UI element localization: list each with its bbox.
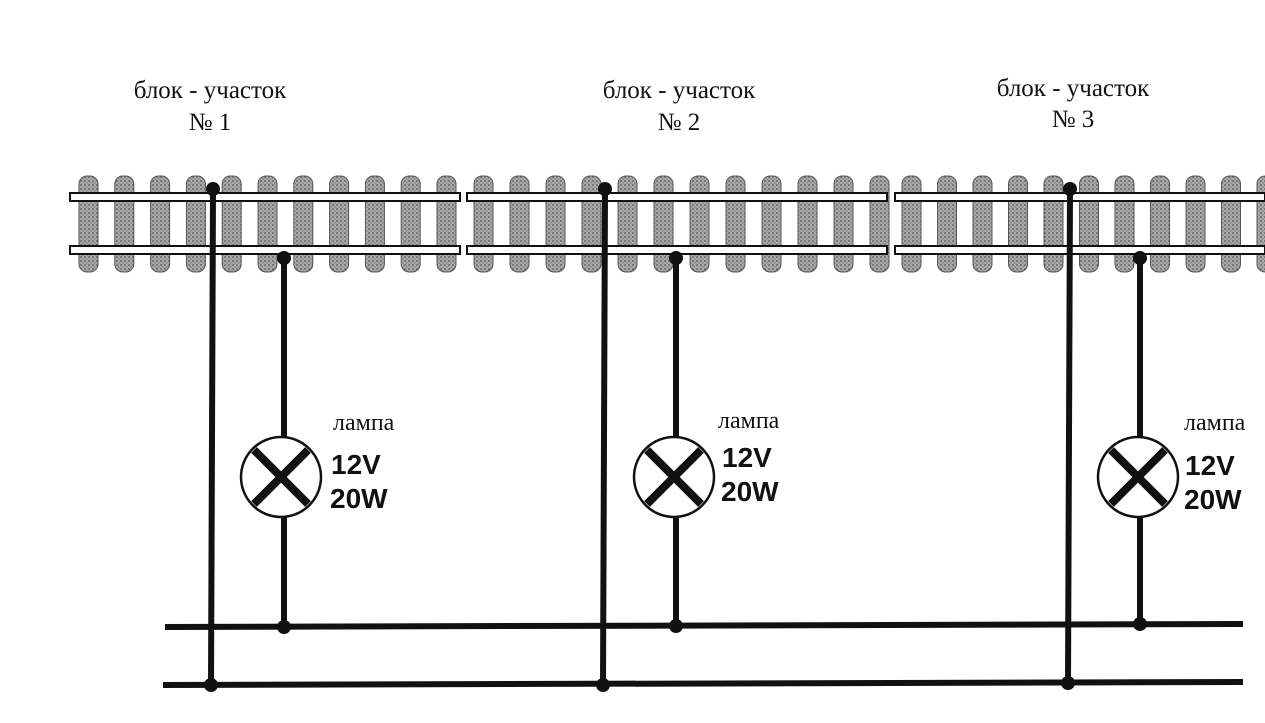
sleeper-tie <box>1008 175 1028 273</box>
sleeper-tie <box>78 175 99 273</box>
sleeper-tie <box>400 175 421 273</box>
bus-junction-node <box>277 620 291 634</box>
lamp-power-3: 20W <box>1184 484 1242 515</box>
sleeper-tie <box>185 175 206 273</box>
sleeper-tie <box>1043 175 1064 273</box>
lamp-power-2: 20W <box>721 476 779 507</box>
sleeper-tie <box>972 175 993 273</box>
rail-contact-node <box>598 182 612 196</box>
lamp-symbol-2 <box>632 435 716 519</box>
rail-feed-wire-2 <box>600 186 608 688</box>
rail-contact-node <box>1063 182 1077 196</box>
bus-junction-node <box>1061 676 1075 690</box>
lamp-voltage-2: 12V <box>722 442 772 473</box>
upper-rail <box>466 192 888 202</box>
track-section-2 <box>466 175 890 273</box>
sleeper-tie <box>761 175 782 273</box>
sleeper-tie <box>545 175 566 273</box>
block-3-title: блок - участок <box>997 75 1150 102</box>
block-1-number: № 1 <box>189 109 232 136</box>
lower-rail <box>69 245 461 255</box>
lamp-symbol-3 <box>1096 435 1180 519</box>
sleeper-tie <box>473 175 494 273</box>
sleeper-tie <box>797 175 818 273</box>
sleeper-tie <box>364 175 385 273</box>
lamp-label-2: лампа <box>718 408 780 434</box>
lamp-label-1: лампа <box>333 410 395 436</box>
sleeper-tie <box>1114 175 1135 273</box>
bus-junction-node <box>204 678 218 692</box>
rail-contact-node <box>1133 251 1147 265</box>
block-1-circuit: лампа 12V 20W <box>204 182 395 692</box>
bus-junction-node <box>1133 617 1147 631</box>
sleeper-tie <box>114 175 135 273</box>
block-3-circuit: лампа 12V 20W <box>1061 182 1246 690</box>
rail-contact-node <box>277 251 291 265</box>
rail-contact-node <box>206 182 220 196</box>
sleeper-tie <box>221 175 242 273</box>
block-2-number: № 2 <box>658 109 701 136</box>
block-2-circuit: лампа 12V 20W <box>596 182 780 692</box>
sleeper-tie <box>1256 175 1265 273</box>
sleeper-tie <box>869 175 890 273</box>
sleeper-tie <box>937 175 957 273</box>
block-1-title: блок - участок <box>134 77 287 104</box>
lamp-power-1: 20W <box>330 483 388 514</box>
sleeper-tie <box>833 175 854 273</box>
upper-bus-wire <box>164 621 1244 630</box>
sleeper-tie <box>1079 175 1099 273</box>
lamp-label-3: лампа <box>1184 410 1246 436</box>
sleeper-tie <box>1150 175 1170 273</box>
sleeper-tie <box>617 175 638 273</box>
sleeper-tie <box>293 175 314 273</box>
sleeper-tie <box>329 175 350 273</box>
sleeper-tie <box>901 175 922 273</box>
sleeper-tie <box>725 175 746 273</box>
sleeper-tie <box>257 175 278 273</box>
sleeper-tie <box>436 175 457 273</box>
lamp-symbol-1 <box>239 435 323 519</box>
sleeper-tie <box>689 175 710 273</box>
block-2-title: блок - участок <box>603 77 756 104</box>
bus-junction-node <box>669 619 683 633</box>
sleeper-tie <box>1221 175 1241 273</box>
bus-junction-node <box>596 678 610 692</box>
rail-feed-wire-1 <box>208 186 216 688</box>
track-section-3 <box>894 175 1265 273</box>
sleeper-tie <box>1185 175 1206 273</box>
upper-rail <box>69 192 461 202</box>
lower-rail <box>894 245 1265 255</box>
block-3-number: № 3 <box>1052 106 1095 133</box>
sleeper-tie <box>150 175 171 273</box>
rail-feed-wire-3 <box>1065 186 1073 686</box>
upper-rail <box>894 192 1265 202</box>
lamp-voltage-3: 12V <box>1185 450 1235 481</box>
lower-bus-wire <box>162 679 1244 688</box>
rail-contact-node <box>669 251 683 265</box>
lamp-voltage-1: 12V <box>331 449 381 480</box>
track-section-1 <box>69 175 461 273</box>
sleeper-tie <box>509 175 530 273</box>
